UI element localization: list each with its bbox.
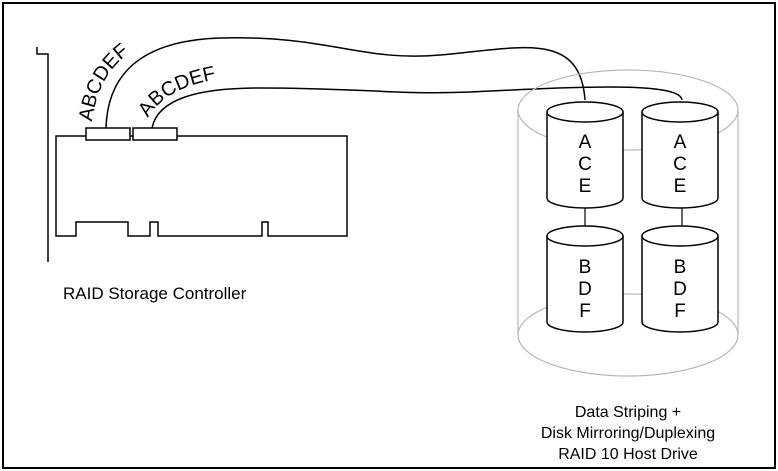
- host-drive-cylinder: [517, 69, 739, 377]
- card-board: [55, 135, 348, 237]
- disk-3-letter-2: D: [578, 279, 592, 300]
- disk-4-letter-1: B: [674, 257, 687, 278]
- card-bracket: [36, 47, 49, 262]
- disk-1-letter-2: C: [578, 154, 592, 175]
- raid-controller-card: [36, 47, 348, 262]
- cables: [105, 37, 683, 129]
- disk-1-letter-3: E: [579, 176, 592, 197]
- caption-line-3: RAID 10 Host Drive: [558, 446, 698, 463]
- card-connector-2: [132, 127, 178, 141]
- disk-3-letter-3: F: [579, 301, 591, 322]
- disk-3-letter-1: B: [579, 257, 592, 278]
- disk-1: A C E: [546, 101, 624, 209]
- disk-2: A C E: [641, 101, 719, 209]
- cable-label-1: ABCDEF: [75, 39, 133, 122]
- caption-line-1: Data Striping +: [575, 404, 681, 421]
- disk-2-letter-2: C: [673, 154, 687, 175]
- controller-label: RAID Storage Controller: [63, 284, 247, 303]
- disk-4-letter-3: F: [674, 301, 686, 322]
- disk-links: [584, 206, 683, 228]
- host-drive-caption: Data Striping + Disk Mirroring/Duplexing…: [541, 404, 715, 463]
- disk-4-letter-2: D: [673, 279, 687, 300]
- host-drive-bottom: [517, 293, 739, 377]
- disk-2-letter-1: A: [674, 132, 687, 153]
- cable-2: [151, 86, 683, 129]
- disk-4: B D F: [641, 225, 719, 333]
- caption-line-2: Disk Mirroring/Duplexing: [541, 425, 715, 442]
- disk-2-letter-3: E: [674, 176, 687, 197]
- disk-1-letter-1: A: [579, 132, 592, 153]
- cable-1: [105, 37, 586, 129]
- disk-3: B D F: [546, 225, 624, 333]
- card-connector-1: [85, 127, 131, 141]
